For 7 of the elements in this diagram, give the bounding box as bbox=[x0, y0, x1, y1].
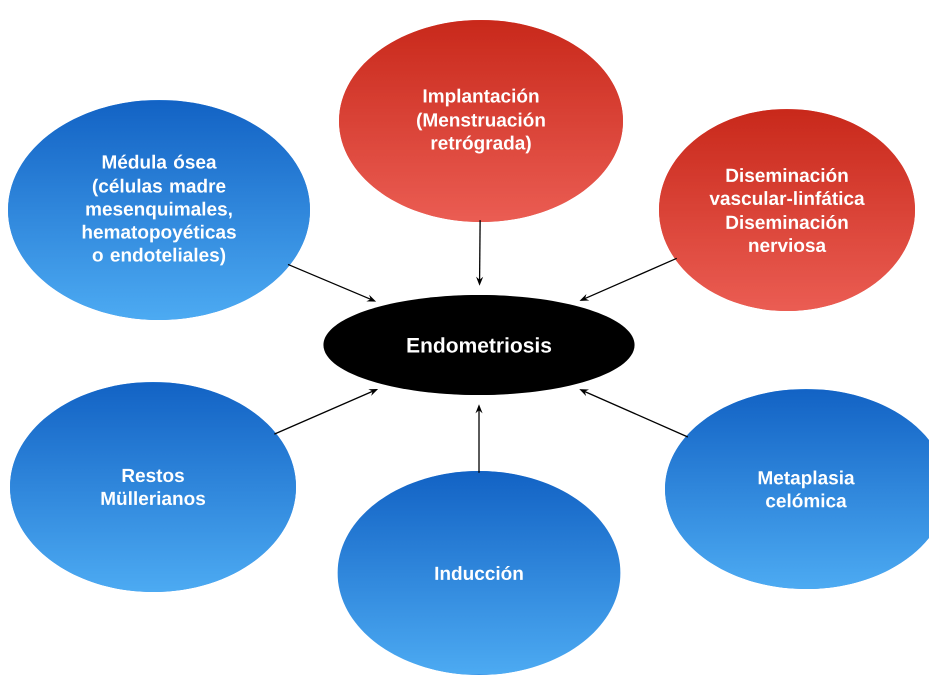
ellipse-node: Inducción bbox=[338, 471, 620, 675]
ellipse-node: Médula ósea (células madre mesenquimales, hematopoyéticas o endoteliales) bbox=[8, 100, 310, 320]
ellipse-node: Implantación (Menstruación retrógrada) bbox=[339, 20, 623, 222]
ellipse-node: Endometriosis bbox=[323, 295, 635, 395]
ellipse-node: Metaplasia celómica bbox=[665, 389, 929, 589]
ellipse-node: Restos Müllerianos bbox=[10, 382, 296, 592]
ellipse-node: Diseminación vascular-linfática Diseminación nerviosa bbox=[659, 109, 915, 311]
